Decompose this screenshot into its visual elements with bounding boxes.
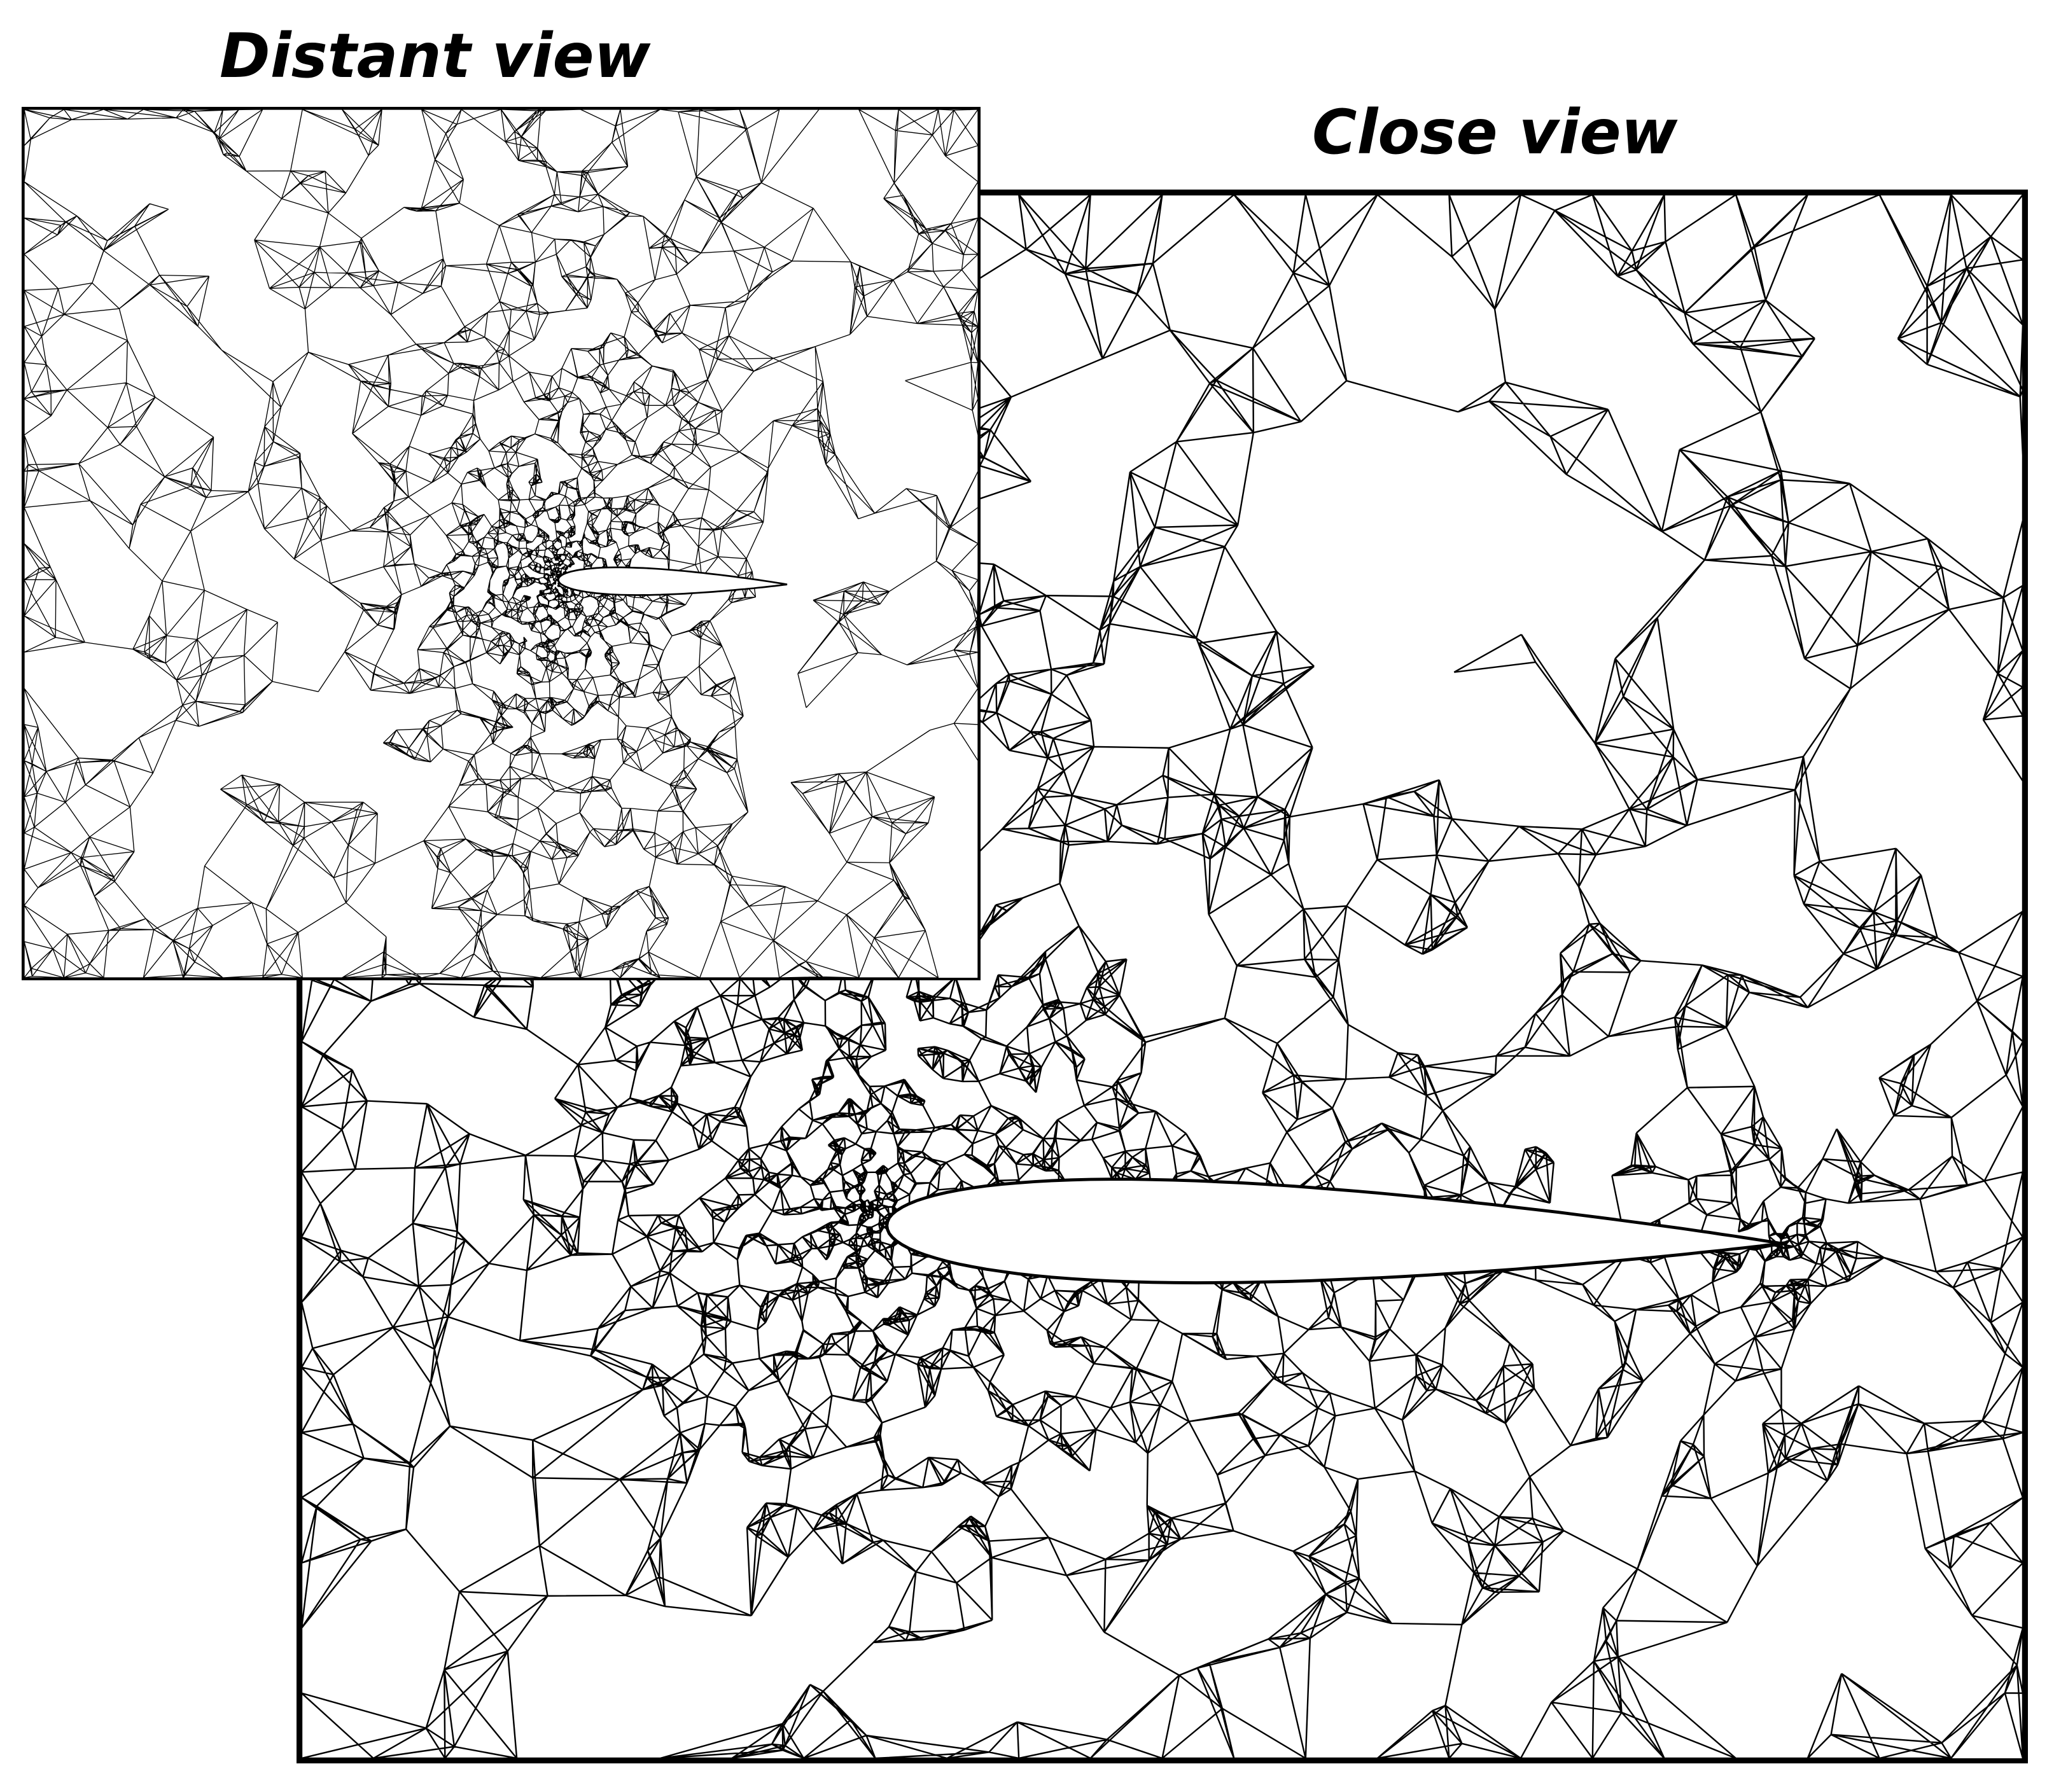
distant-view-panel <box>22 107 981 980</box>
close-view-title: Close view <box>1312 97 1678 168</box>
mesh-edges <box>24 109 978 978</box>
distant-view-title: Distant view <box>220 20 651 92</box>
distant-view-mesh <box>24 109 978 978</box>
airfoil-shape <box>557 566 788 596</box>
airfoil-shape <box>885 1177 1782 1285</box>
